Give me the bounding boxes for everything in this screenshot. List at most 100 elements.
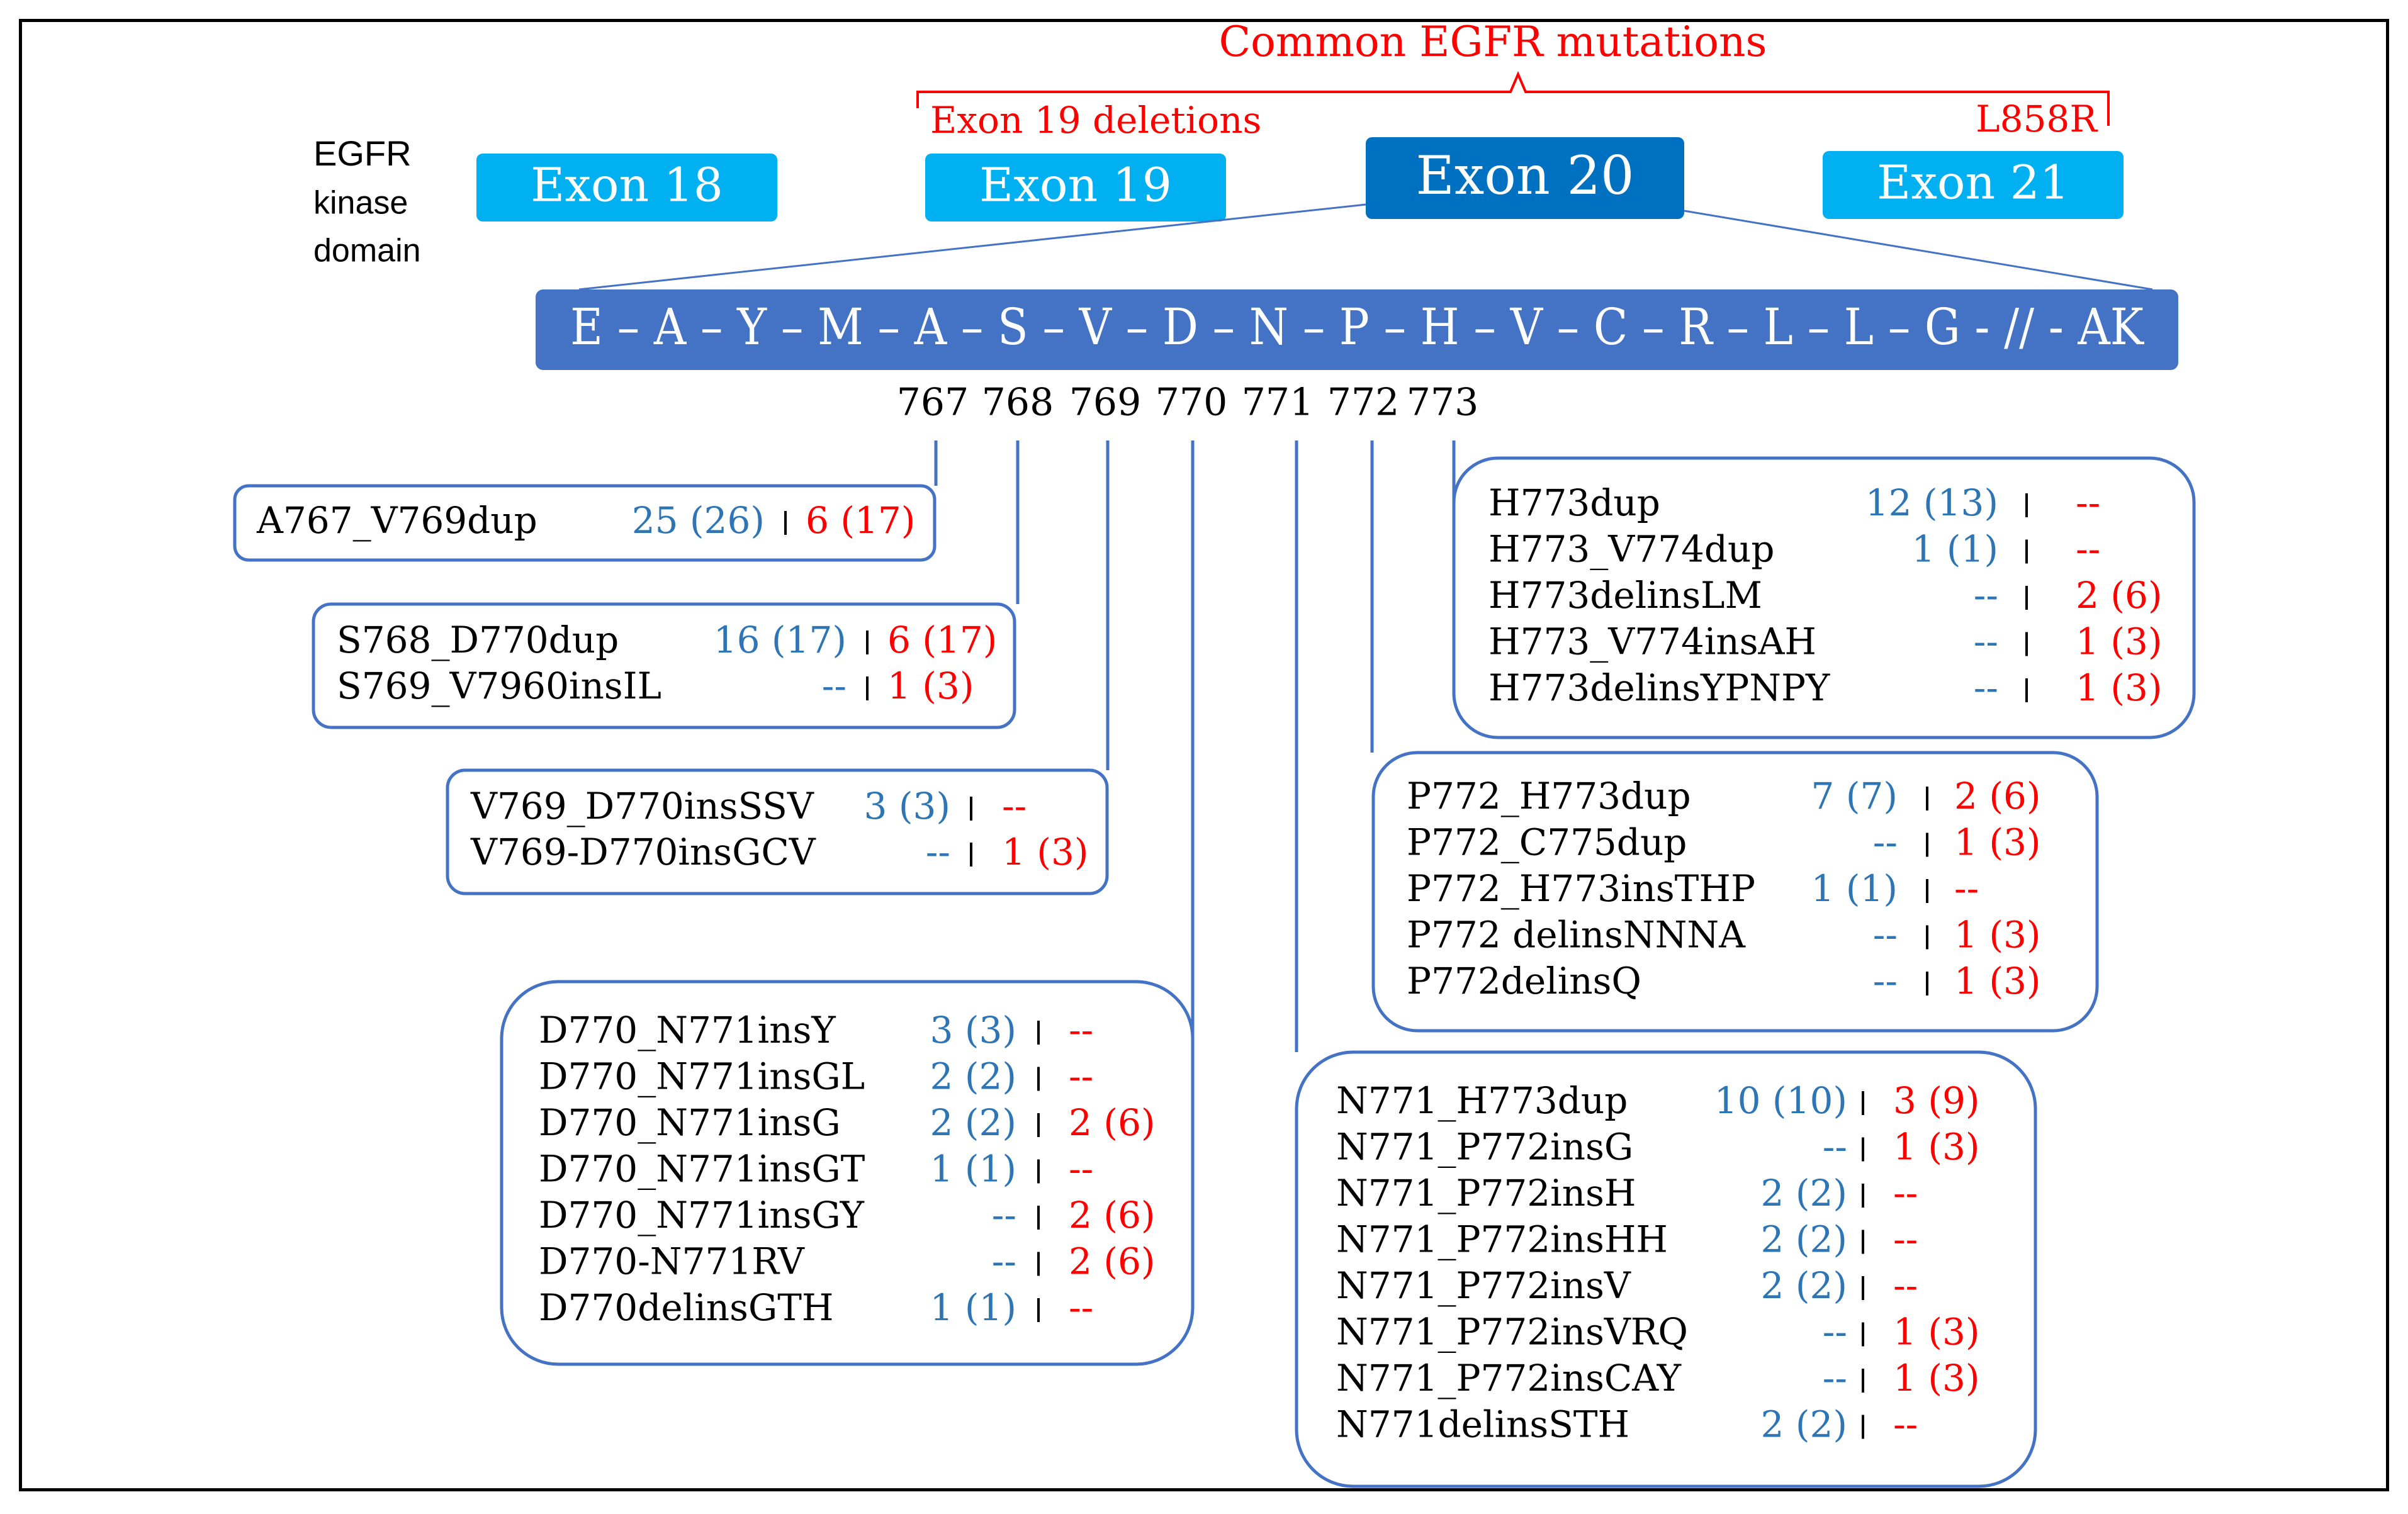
mutation-count-blue: -- — [822, 664, 847, 707]
mutation-count-blue: 10 (10) — [1714, 1079, 1847, 1122]
group-box-n771 — [1295, 1050, 2037, 1488]
mutation-count-red: 1 (3) — [1954, 821, 2041, 864]
mutation-count-blue: 3 (3) — [930, 1009, 1017, 1051]
sequence-bar: E – A – Y – M – A – S – V – D – N – P – … — [536, 289, 2178, 370]
mutation-name: D770-N771RV — [539, 1240, 805, 1283]
mutation-name: P772_H773dup — [1407, 775, 1691, 817]
group-box-a767 — [233, 484, 937, 562]
mutation-row: D770_N771insY 3 (3) -- — [539, 1009, 1093, 1051]
mutation-count-blue: 2 (2) — [930, 1101, 1017, 1144]
mutation-count-blue: 16 (17) — [714, 619, 847, 661]
figure-border — [19, 19, 2389, 1491]
mutation-name: H773_V774insAH — [1488, 620, 1816, 663]
mutation-name: P772_H773insTHP — [1407, 867, 1755, 910]
mutation-count-blue: -- — [1974, 620, 1998, 663]
position-773: 773 — [1407, 381, 1479, 425]
exon-20-box: Exon 20 — [1366, 137, 1684, 219]
mutation-name: D770_N771insG — [539, 1101, 841, 1144]
mutation-count-red: -- — [1069, 1009, 1093, 1051]
mutation-row: P772 delinsNNNA -- 1 (3) — [1407, 914, 2041, 956]
mutation-row: D770_N771insGY--2 (6) — [539, 1194, 1156, 1236]
mutation-count-blue: -- — [992, 1240, 1016, 1283]
mutation-count-red: -- — [2076, 528, 2100, 571]
mutation-name: D770_N771insY — [539, 1009, 836, 1051]
mutation-count-red: 2 (6) — [1069, 1240, 1156, 1283]
mutation-count-blue: 1 (1) — [1912, 528, 1999, 571]
mutation-name: D770delinsGTH — [539, 1286, 833, 1329]
mutation-name: N771_P772insG — [1336, 1126, 1633, 1169]
mutation-row: V769-D770insGCV--1 (3) — [470, 831, 1089, 873]
position-767: 767 — [897, 381, 969, 425]
mutation-name: S769_V7960insIL — [337, 664, 661, 707]
zoom-line-right — [1684, 210, 2153, 291]
diagram-title: Common EGFR mutations — [1219, 18, 1767, 66]
mutation-count-red: 6 (17) — [806, 499, 915, 542]
group-box-p772 — [1371, 751, 2099, 1033]
mutation-count-blue: -- — [1873, 914, 1898, 956]
mutation-count-blue: -- — [1823, 1126, 1847, 1169]
mutation-row: D770-N771RV -- 2 (6) — [539, 1240, 1156, 1283]
mutation-count-red: 1 (3) — [1893, 1126, 1980, 1169]
mutation-row: H773_V774dup 1 (1) -- — [1488, 528, 2100, 571]
group-box-h773 — [1452, 456, 2196, 739]
mutation-count-blue: -- — [1974, 666, 1998, 709]
mutation-count-red: 3 (9) — [1893, 1079, 1980, 1122]
exon-21-label: Exon 21 — [1877, 155, 2069, 210]
mutation-count-red: -- — [1069, 1055, 1093, 1098]
group-box-d770 — [500, 980, 1195, 1366]
mutation-name: V769-D770insGCV — [470, 831, 816, 873]
mutation-count-red: 1 (3) — [887, 664, 974, 707]
mutation-count-blue: 2 (2) — [1761, 1218, 1848, 1261]
exon-20-label: Exon 20 — [1416, 145, 1634, 206]
mutation-row: N771_P772insCAY--1 (3) — [1336, 1357, 1980, 1399]
mutation-row: A767_V769dup 25 (26) 6 (17) — [256, 499, 915, 542]
mutation-row: N771_P772insH 2 (2) -- — [1336, 1172, 1918, 1214]
mutation-count-blue: 2 (2) — [930, 1055, 1017, 1098]
mutation-count-red: 2 (6) — [1954, 775, 2041, 817]
position-770: 770 — [1156, 381, 1228, 425]
mutation-count-blue: 25 (26) — [632, 499, 765, 542]
mutation-count-red: 1 (3) — [2076, 620, 2163, 663]
mutation-name: H773delinsYPNPY — [1488, 666, 1830, 709]
amino-acid-sequence: E – A – Y – M – A – S – V – D – N – P – … — [570, 298, 2144, 356]
mutation-count-red: -- — [1893, 1172, 1918, 1214]
mutation-name: N771_P772insV — [1336, 1264, 1631, 1307]
mutation-count-blue: -- — [1823, 1311, 1847, 1354]
position-769: 769 — [1069, 381, 1142, 425]
group-box-v769 — [446, 768, 1109, 895]
mutation-name: V769_D770insSSV — [470, 785, 814, 827]
mutation-name: D770_N771insGY — [539, 1194, 865, 1236]
domain-label-line1: EGFR — [313, 133, 412, 173]
mutation-row: P772_C775dup -- 1 (3) — [1407, 821, 2041, 864]
mutation-name: N771_P772insHH — [1336, 1218, 1668, 1261]
mutation-count-blue: 2 (2) — [1761, 1172, 1848, 1214]
mutation-count-red: 1 (3) — [1954, 960, 2041, 1002]
exon-18-box: Exon 18 — [476, 154, 777, 221]
mutation-row: S769_V7960insIL -- 1 (3) — [337, 664, 974, 707]
mutation-row: N771_P772insVRQ--1 (3) — [1336, 1311, 1980, 1354]
mutation-count-red: 6 (17) — [887, 619, 997, 661]
mutation-count-red: 1 (3) — [1954, 914, 2041, 956]
mutation-name: P772 delinsNNNA — [1407, 914, 1746, 956]
mutation-count-red: -- — [1002, 785, 1027, 827]
mutation-name: P772_C775dup — [1407, 821, 1687, 864]
mutation-count-blue: 1 (1) — [930, 1286, 1017, 1329]
domain-label-line2: kinase — [313, 185, 408, 221]
mutation-count-blue: -- — [1873, 821, 1898, 864]
mutation-count-blue: -- — [1974, 574, 1998, 617]
mutation-name: A767_V769dup — [256, 499, 537, 542]
mutation-name: N771_P772insH — [1336, 1172, 1636, 1214]
mutation-name: N771delinsSTH — [1336, 1403, 1629, 1446]
mutation-count-blue: 2 (2) — [1761, 1264, 1848, 1307]
mutation-count-red: -- — [1069, 1148, 1093, 1191]
mutation-name: D770_N771insGT — [539, 1148, 865, 1191]
mutation-name: H773_V774dup — [1488, 528, 1774, 571]
mutation-count-red: 2 (6) — [1069, 1194, 1156, 1236]
